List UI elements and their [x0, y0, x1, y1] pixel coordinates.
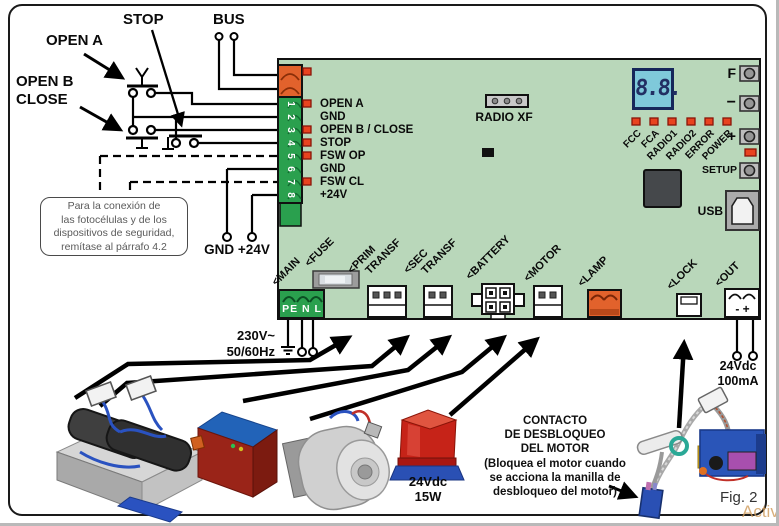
bus-label: BUS: [213, 11, 245, 28]
open-a-switch: [127, 67, 158, 99]
open-a-label: OPEN A: [46, 32, 103, 49]
lamp-power: 15W: [414, 489, 442, 504]
contact-line: DEL MOTOR: [520, 443, 590, 456]
figure-caption: Fig. 2: [720, 489, 758, 506]
contact-line: se acciona la manilla de: [489, 471, 621, 484]
f-button: [739, 65, 760, 82]
mains-frequency: 50/60Hz: [226, 343, 275, 359]
terminal-label: STOP: [320, 137, 352, 149]
note-line: Para la conexión de: [67, 200, 161, 212]
programming-buttons: [739, 65, 760, 179]
main-connector: [278, 289, 325, 319]
battery-illustration: [190, 411, 279, 498]
contact-line: DE DESBLOQUEO: [504, 429, 606, 442]
terminal-label: +24V: [320, 189, 348, 201]
sec-transf-connector: [423, 285, 453, 318]
pe-n-l-label: PE N L: [282, 303, 322, 315]
transformer-illustration: [55, 375, 204, 523]
contact-line: CONTACTO: [522, 415, 588, 427]
input-wires: [131, 40, 278, 233]
radio-xf-label: RADIO XF: [475, 110, 533, 124]
radio-xf-connector: [485, 94, 529, 108]
f-button-label: F: [727, 65, 736, 81]
lock-illustration: [636, 386, 766, 520]
prim-transf-connector: [367, 285, 407, 318]
lamp-connector: [587, 289, 622, 318]
label-pointer-arrows: [79, 29, 639, 500]
setup-button: [739, 162, 760, 179]
fuse: [312, 270, 360, 289]
lamp-spec: 24Vdc 15W: [400, 474, 456, 504]
close-label: CLOSE: [16, 91, 68, 108]
battery-connector: [471, 283, 525, 320]
terminal-label: GND: [320, 163, 346, 175]
out-polarity-label: - +: [735, 302, 750, 316]
note-line: remítase al párrafo 4.2: [61, 240, 167, 253]
open-b-label: OPEN B: [16, 73, 74, 90]
power-wires: [286, 320, 755, 352]
terminal-label: OPEN A: [320, 98, 364, 110]
stop-label: STOP: [123, 11, 164, 28]
setup-led: [744, 148, 757, 157]
release-contact-note: CONTACTO DE DESBLOQUEO DEL MOTOR (Bloque…: [476, 414, 634, 499]
lamp-illustration: [389, 409, 465, 481]
minus-button: [739, 95, 760, 112]
watermark: Activ: [742, 502, 779, 521]
lamp-voltage: 24Vdc: [408, 474, 448, 489]
contact-line: (Bloquea el motor cuando: [484, 457, 626, 470]
out-connector: [724, 288, 760, 318]
out-spec: 24Vdc 100mA: [708, 359, 768, 388]
stop-switch: [162, 134, 202, 150]
note-line: las fotocélulas y de los: [61, 213, 167, 226]
figure-border: [8, 4, 767, 516]
mains-spec: 230V~ 50/60Hz: [203, 328, 275, 359]
terminal-leds: [302, 67, 312, 186]
open-b-close-switch: [126, 124, 158, 149]
motor-illustration: [281, 410, 390, 511]
terminal-number: 8: [285, 192, 296, 198]
terminal-label: OPEN B / CLOSE: [320, 124, 414, 136]
terminal-label: FSW CL: [320, 176, 365, 188]
gnd-24v-label: GND +24V: [204, 242, 270, 257]
mains-voltage: 230V~: [237, 328, 275, 343]
terminal-label: GND: [320, 111, 346, 123]
earth-symbol: [281, 346, 295, 355]
usb-label: USB: [697, 204, 723, 218]
photocell-note: Para la conexión de las fotocélulas y de…: [40, 197, 188, 256]
status-leds: [631, 117, 732, 126]
photocell-dashed-wires: [98, 154, 278, 194]
lock-connector: [676, 293, 702, 317]
plus-button-label: +: [727, 128, 736, 145]
bus-connector: [277, 64, 303, 98]
terminal-label: FSW OP: [320, 150, 366, 162]
out-voltage: 24Vdc: [719, 359, 757, 373]
seven-segment-display: 8.8.: [632, 68, 682, 110]
out-current: 100mA: [717, 373, 759, 388]
microprocessor-chip: [643, 169, 682, 208]
plus-button: [739, 128, 760, 145]
minus-button-label: −: [726, 94, 736, 111]
input-terminal-block: [277, 96, 303, 227]
note-line: dispositivos de seguridad,: [53, 227, 175, 239]
display-value: 8.8.: [633, 76, 682, 101]
usb-port: [725, 190, 760, 231]
smd-component: [482, 148, 494, 157]
setup-button-label: SETUP: [701, 164, 737, 176]
motor-connector: [533, 285, 563, 318]
contact-line: desbloqueo del motor): [493, 486, 617, 499]
